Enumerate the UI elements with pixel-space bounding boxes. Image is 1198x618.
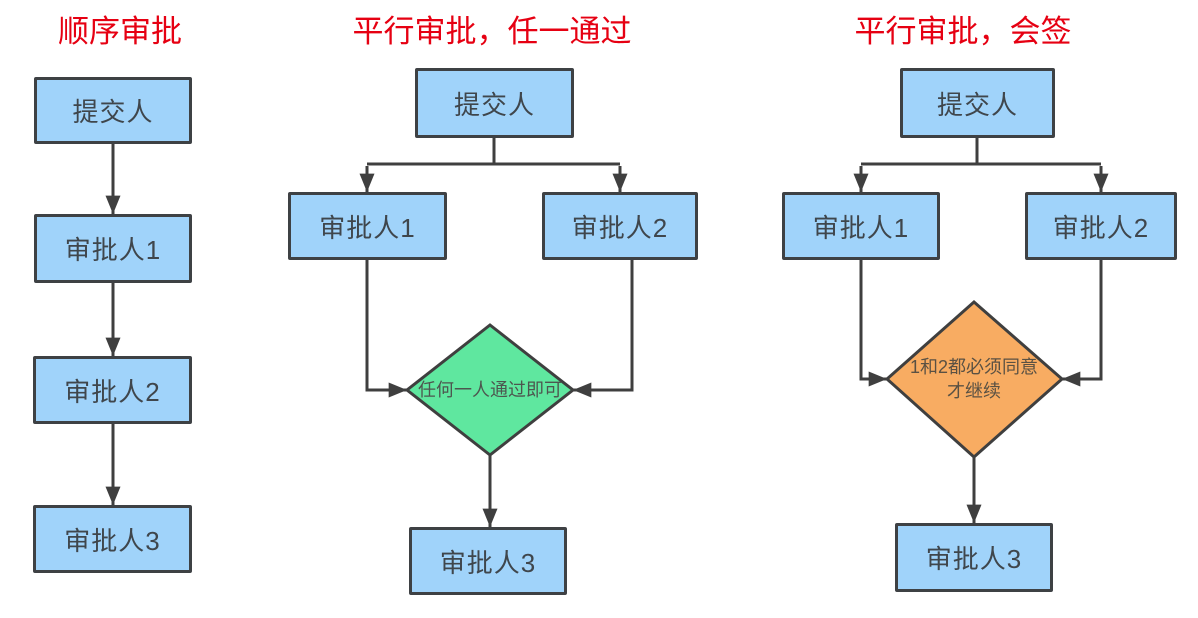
node-submitter-any: 提交人 <box>415 68 574 138</box>
branch-countersign-split <box>861 138 1101 166</box>
diagram-title-parallel-countersign: 平行审批，会签 <box>854 14 1072 49</box>
branch-any-split <box>367 138 620 166</box>
arrow-cs-approver1-diamond <box>859 260 887 387</box>
node-approver3-countersign: 审批人3 <box>895 523 1053 592</box>
diagram-title-parallel-any: 平行审批，任一通过 <box>352 14 632 49</box>
node-approver2-countersign: 审批人2 <box>1025 192 1177 260</box>
node-submitter-seq: 提交人 <box>34 77 192 144</box>
arrow-any-approver1-diamond <box>365 260 407 398</box>
node-approver3-any: 审批人3 <box>409 527 567 595</box>
arrow-any-approver2-diamond <box>573 260 634 398</box>
node-approver3-seq: 审批人3 <box>33 505 192 573</box>
decision-label-countersign: 1和2都必须同意才继续 <box>909 357 1039 401</box>
node-approver2-seq: 审批人2 <box>33 356 192 424</box>
node-approver2-any: 审批人2 <box>542 192 698 260</box>
arrow-cs-approver2-diamond <box>1062 260 1103 387</box>
node-approver1-any: 审批人1 <box>288 192 447 260</box>
node-submitter-countersign: 提交人 <box>900 68 1055 138</box>
node-approver1-countersign: 审批人1 <box>782 192 940 260</box>
node-approver1-seq: 审批人1 <box>34 214 192 283</box>
diagram-title-sequential: 顺序审批 <box>58 14 182 49</box>
decision-label-any-pass: 任何一人通过即可 <box>418 380 562 400</box>
